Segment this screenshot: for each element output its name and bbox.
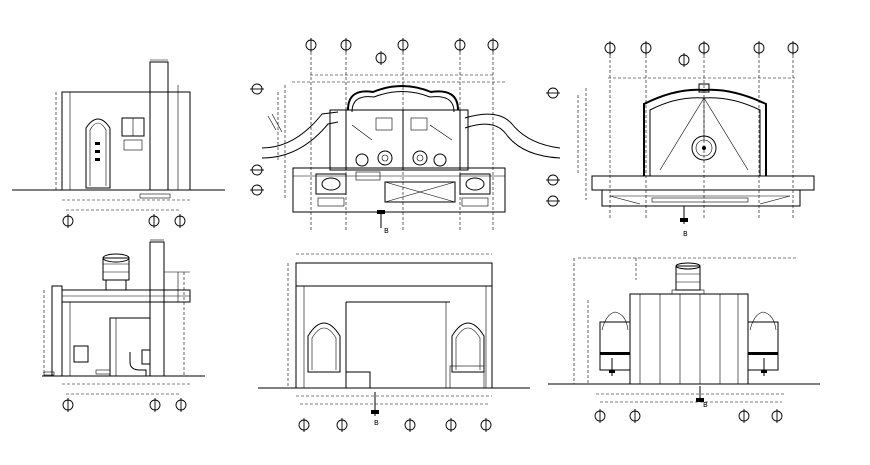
elevation-arched-front: B xyxy=(546,41,815,238)
floor-plan: B xyxy=(250,38,561,235)
elevation-tank: B xyxy=(548,257,820,423)
section-mark-openings: B xyxy=(374,419,379,427)
elevation-left-upper xyxy=(12,59,225,228)
section-mark-tank: B xyxy=(703,401,708,409)
section-mark-plan: B xyxy=(384,227,389,235)
section-left-lower xyxy=(42,239,205,412)
section-mark-front: B xyxy=(683,230,688,238)
elevation-arched-openings: B xyxy=(258,253,530,432)
